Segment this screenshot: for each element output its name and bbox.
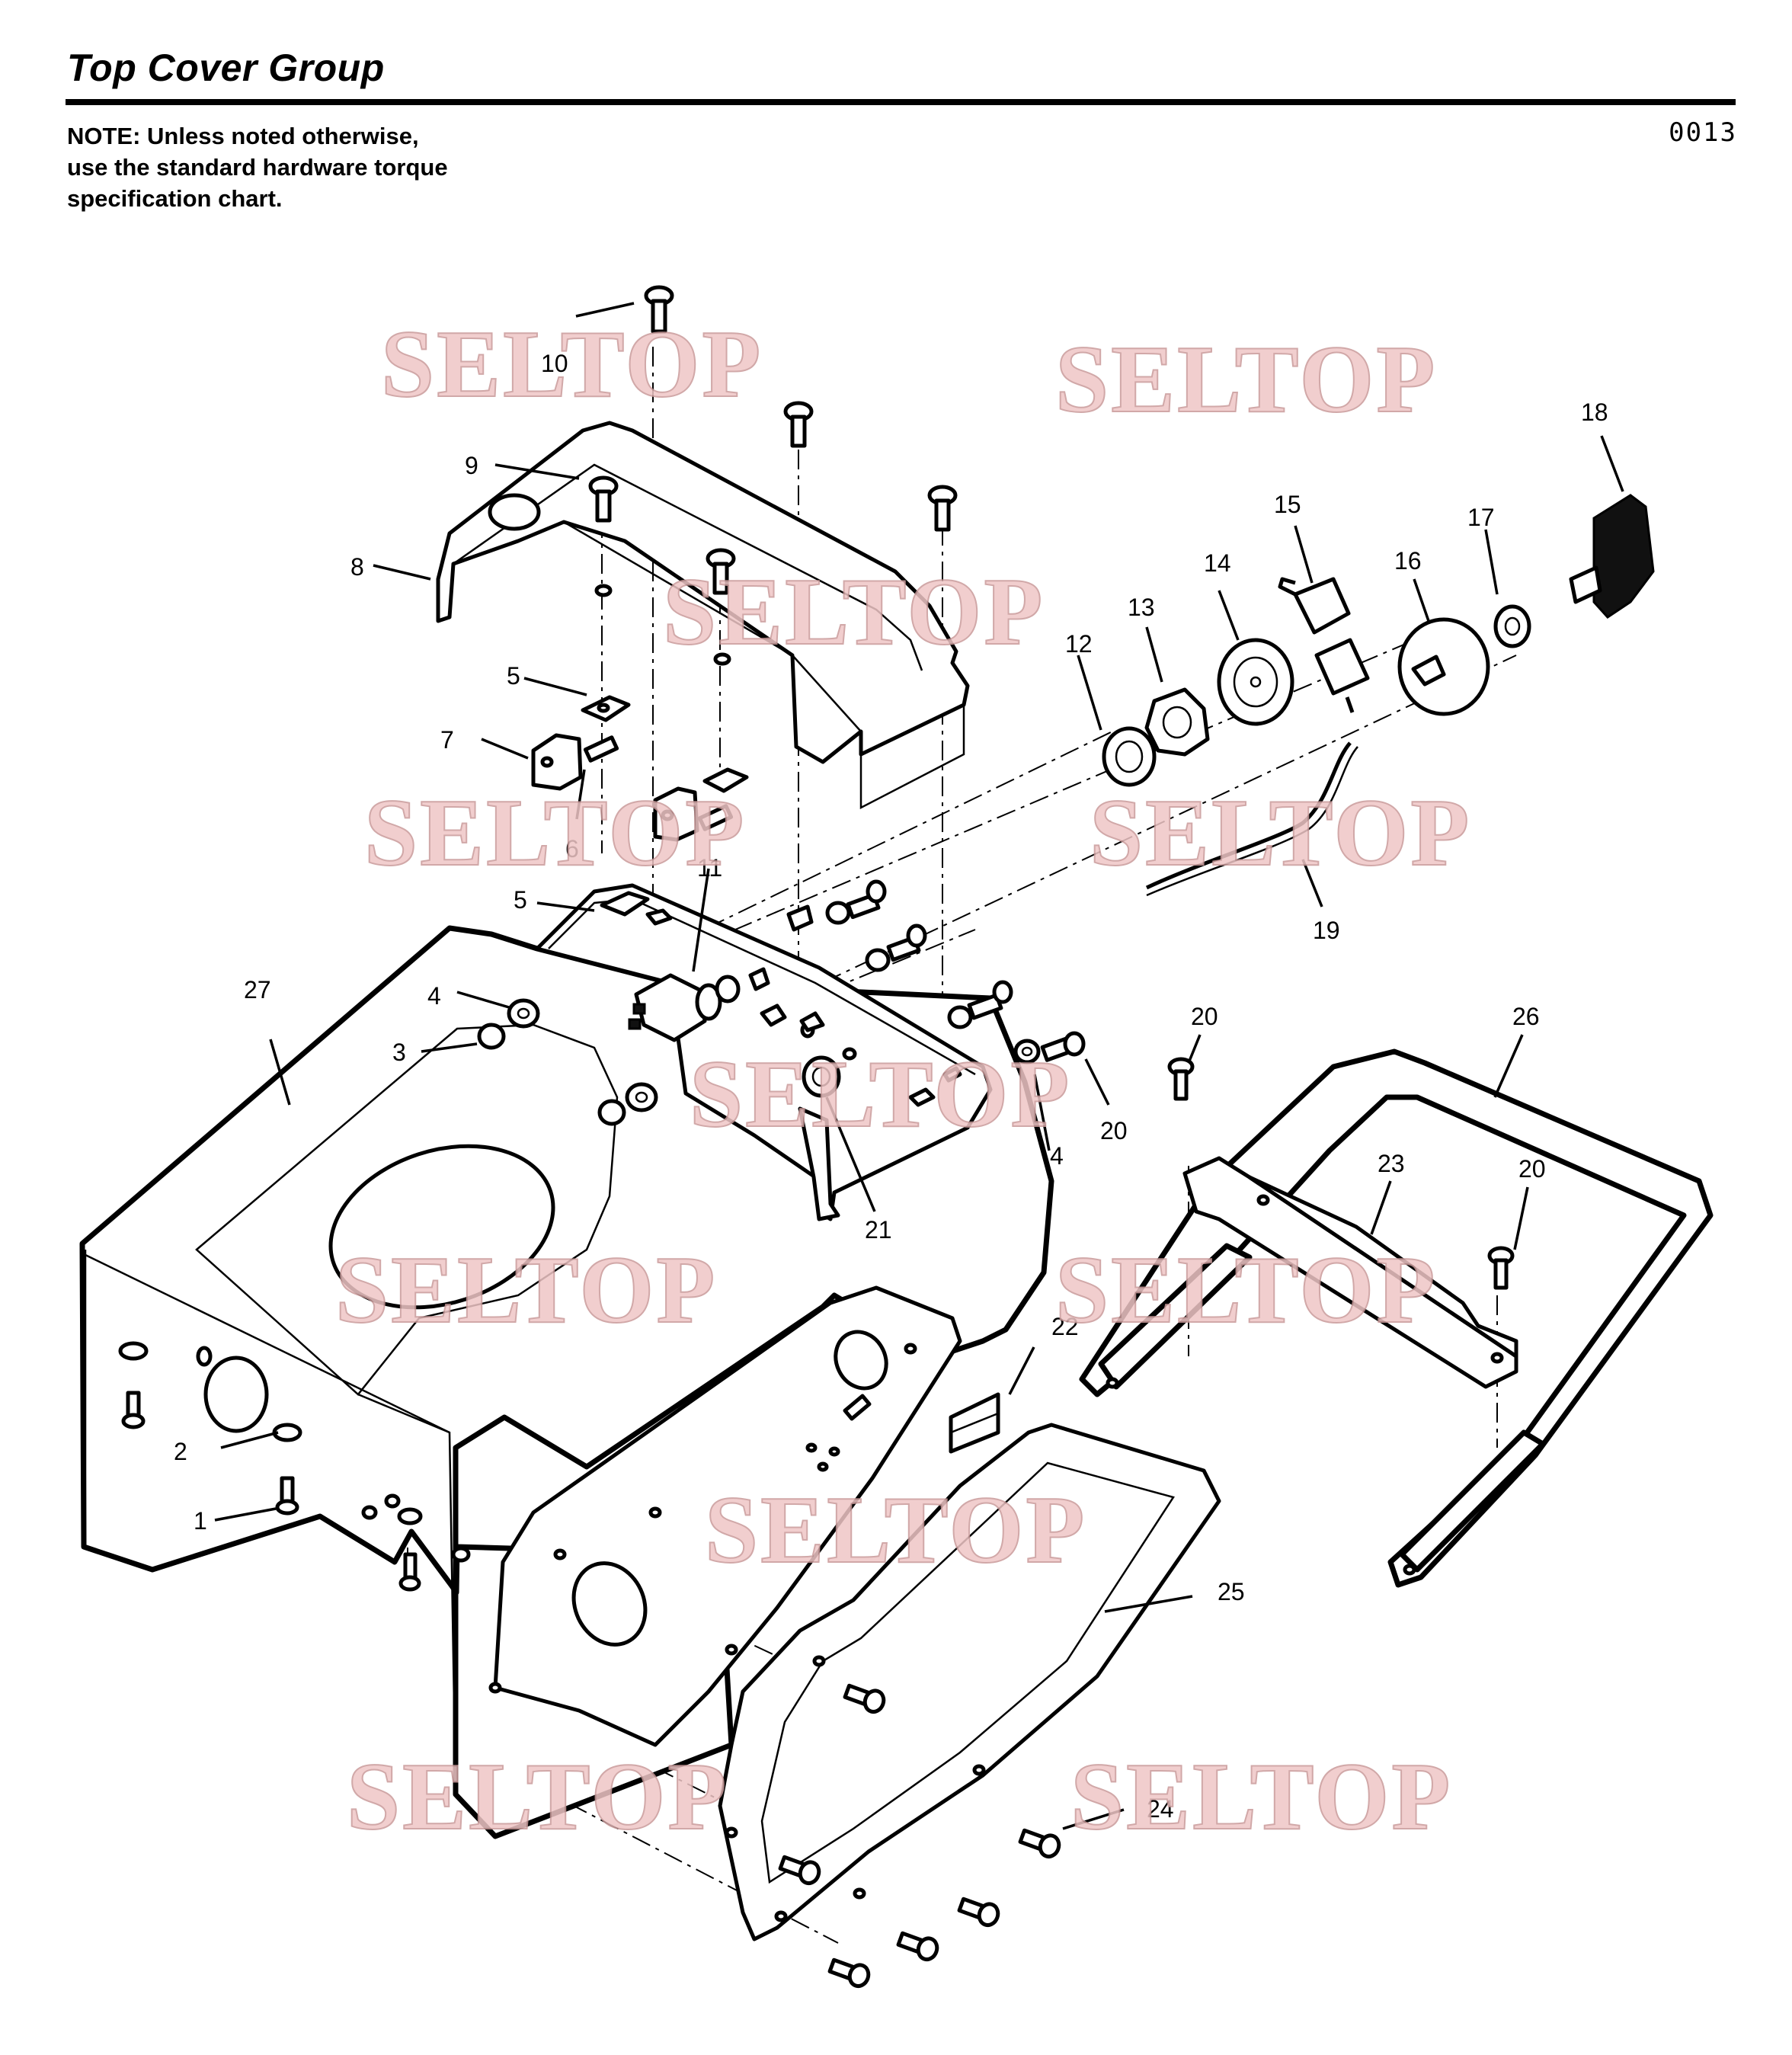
- bolt-9a: [783, 401, 814, 448]
- callout-19: 19: [1313, 917, 1340, 944]
- cross-brace-23: [1182, 1156, 1518, 1389]
- watermark-text: SELTOP: [364, 780, 746, 886]
- callout-8: 8: [350, 553, 364, 581]
- bolt-9b: [588, 475, 619, 523]
- callout-1: 1: [194, 1507, 207, 1535]
- side-plate: [488, 1285, 962, 1747]
- callout-20a: 20: [1100, 1117, 1128, 1144]
- callout-25: 24: [1147, 1795, 1174, 1823]
- watermark-text: SELTOP: [690, 1042, 1071, 1148]
- leader-lines: [214, 302, 1624, 1830]
- callout-18: 18: [1581, 399, 1608, 426]
- housing-bolts-left: [118, 1341, 423, 1592]
- callout-11: 11: [697, 854, 722, 882]
- callout-5b: 5: [514, 886, 527, 914]
- watermark-text: SELTOP: [381, 312, 763, 418]
- note-line: specification chart.: [67, 185, 283, 212]
- watermark-text: SELTOP: [1055, 327, 1437, 433]
- torque-note: NOTE: Unless noted otherwise, use the st…: [67, 120, 448, 214]
- callout-2: 2: [174, 1438, 187, 1465]
- ignition-switch: [628, 904, 962, 1107]
- belt-cover-26: [718, 1423, 1221, 1941]
- key-switch-parts: [1102, 494, 1655, 787]
- callout-13: 13: [1128, 594, 1155, 621]
- note-line: use the standard hardware torque: [67, 154, 448, 181]
- watermark-text: SELTOP: [663, 559, 1045, 665]
- callout-7: 7: [440, 726, 454, 754]
- watermarks: SELTOP SELTOP SELTOP SELTOP SELTOP SELTO…: [334, 311, 1471, 1851]
- callout-5a: 5: [507, 662, 520, 690]
- callout-10: 10: [541, 350, 568, 377]
- cable-19: [1145, 741, 1358, 897]
- top-cover: [436, 421, 970, 810]
- callout-numbers: 1 2 3 4 4 5 5 6 7 8 9 10 11 12 13 14 15 …: [174, 350, 1608, 1823]
- switch-boot-16: [1397, 617, 1490, 716]
- callout-26: 25: [1218, 1578, 1245, 1605]
- cover-bolts: [118, 1341, 1061, 1989]
- watermark-text: SELTOP: [347, 1744, 728, 1850]
- title-rule: [66, 99, 1736, 105]
- callout-3: 3: [392, 1039, 406, 1066]
- watermark-text: SELTOP: [335, 1237, 717, 1343]
- handle-bolts: [1167, 1057, 1515, 1290]
- callout-23: 23: [1378, 1150, 1405, 1177]
- callout-6: 6: [565, 835, 579, 863]
- callout-20b: 20: [1191, 1003, 1218, 1030]
- handle-knob-18: [1569, 494, 1655, 619]
- callout-4b: 4: [1050, 1142, 1064, 1170]
- page-title: Top Cover Group: [67, 46, 385, 89]
- callout-20c: 20: [1518, 1155, 1546, 1183]
- callout-16: 16: [1394, 547, 1422, 575]
- diagram-code: 0013: [1669, 117, 1737, 148]
- washer-17: [1493, 604, 1531, 648]
- callout-4a: 4: [427, 982, 441, 1010]
- note-line: NOTE: Unless noted otherwise,: [67, 123, 419, 149]
- panel-hardware: [477, 879, 1086, 1126]
- watermark-text: SELTOP: [1070, 1744, 1452, 1850]
- callout-27: 27: [244, 976, 271, 1003]
- watermark-text: SELTOP: [1090, 780, 1471, 886]
- dash-panel: [535, 883, 993, 1221]
- callout-17: 17: [1467, 504, 1495, 531]
- watermark-text: SELTOP: [1055, 1237, 1437, 1343]
- bolt-9d: [927, 485, 958, 532]
- callout-12: 12: [1065, 630, 1093, 658]
- callout-24: 26: [1512, 1003, 1540, 1030]
- callout-22: 22: [1051, 1313, 1079, 1340]
- callout-9: 9: [465, 452, 478, 479]
- keys-15: [1278, 577, 1370, 713]
- top-cover-bolts: [588, 285, 958, 595]
- hex-nut-13: [1144, 687, 1210, 757]
- callout-21: 21: [865, 1216, 892, 1244]
- pad-22: [949, 1392, 1000, 1454]
- bolt-9c: [706, 548, 736, 595]
- callout-15: 15: [1274, 491, 1301, 518]
- bezel-14: [1217, 638, 1294, 726]
- mounting-brackets: [531, 695, 749, 926]
- bolt-10: [644, 285, 674, 334]
- watermark-text: SELTOP: [705, 1477, 1086, 1583]
- callout-14: 14: [1204, 549, 1231, 577]
- lock-washer-12: [1102, 726, 1157, 787]
